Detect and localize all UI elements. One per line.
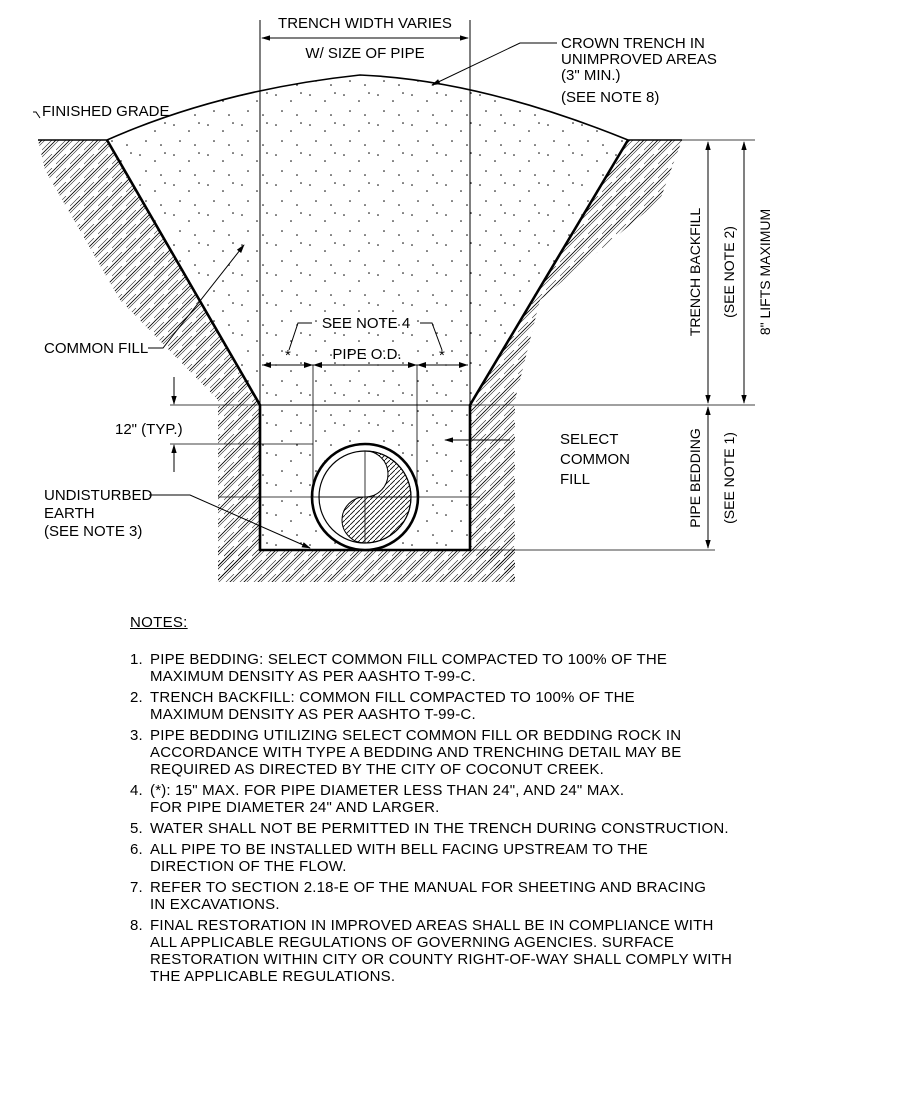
common-fill-area <box>107 75 628 405</box>
note-number: 8. <box>130 917 143 934</box>
note-number: 4. <box>130 782 143 799</box>
note-8: 8. FINAL RESTORATION IN IMPROVED AREAS SH… <box>130 917 770 985</box>
trench-width-label-2: W/ SIZE OF PIPE <box>305 45 424 62</box>
note-number: 6. <box>130 841 143 858</box>
lifts-label: 8" LIFTS MAXIMUM <box>757 209 773 335</box>
note-text: REFER TO SECTION 2.18-E OF THE MANUAL FO… <box>150 879 707 913</box>
pipe-bedding-label-2: (SEE NOTE 1) <box>721 432 737 524</box>
pipe-od-label: PIPE O.D. <box>332 346 401 363</box>
finished-grade-line <box>38 74 682 141</box>
note-1: 1. PIPE BEDDING: SELECT COMMON FILL COMPA… <box>130 651 770 685</box>
note-text: ALL PIPE TO BE INSTALLED WITH BELL FACIN… <box>150 841 648 875</box>
note-text: TRENCH BACKFILL: COMMON FILL COMPACTED T… <box>150 689 635 723</box>
see-note-4-label: SEE NOTE 4 <box>322 315 410 332</box>
earth-bottom <box>218 550 515 582</box>
note-number: 3. <box>130 727 143 744</box>
note-number: 5. <box>130 820 143 837</box>
note-text: PIPE BEDDING UTILIZING SELECT COMMON FIL… <box>150 727 682 778</box>
note-number: 2. <box>130 689 143 706</box>
earth-left <box>38 140 260 580</box>
common-fill-label: COMMON FILL <box>44 340 148 357</box>
note-text: PIPE BEDDING: SELECT COMMON FILL COMPACT… <box>150 651 668 685</box>
see-note-4-leader-right <box>420 322 443 351</box>
finished-grade-leader <box>33 111 41 119</box>
undisturbed-leader <box>149 494 311 549</box>
finished-grade-label: FINISHED GRADE <box>42 103 170 120</box>
trench-backfill-label-2: (SEE NOTE 2) <box>721 226 737 318</box>
select-label-2: COMMON <box>560 451 630 468</box>
trench-detail-drawing: * * TRENCH WIDTH VARIES W/ SIZE OF PIPE … <box>33 15 773 582</box>
see-note-4-leader-left <box>288 322 312 351</box>
note-6: 6. ALL PIPE TO BE INSTALLED WITH BELL FAC… <box>130 841 770 875</box>
notes-list: 1. PIPE BEDDING: SELECT COMMON FILL COMPA… <box>130 651 770 985</box>
note-number: 7. <box>130 879 143 896</box>
select-label-1: SELECT <box>560 431 618 448</box>
note-text: WATER SHALL NOT BE PERMITTED IN THE TREN… <box>150 820 729 837</box>
select-label-3: FILL <box>560 471 590 488</box>
note-3: 3. PIPE BEDDING UTILIZING SELECT COMMON F… <box>130 727 770 778</box>
notes-title: NOTES: <box>130 614 188 631</box>
twelve-typ-label: 12" (TYP.) <box>115 421 183 438</box>
note-number: 1. <box>130 651 143 668</box>
trench-backfill-label-1: TRENCH BACKFILL <box>687 208 703 337</box>
note-2: 2. TRENCH BACKFILL: COMMON FILL COMPACTED… <box>130 689 770 723</box>
undisturbed-label-2: EARTH <box>44 505 95 522</box>
note-7: 7. REFER TO SECTION 2.18-E OF THE MANUAL … <box>130 879 770 913</box>
undisturbed-label-1: UNDISTURBED <box>44 487 153 504</box>
note-text: (*): 15" MAX. FOR PIPE DIAMETER LESS THA… <box>150 782 625 816</box>
undisturbed-label-3: (SEE NOTE 3) <box>44 523 142 540</box>
crown-label-4: (SEE NOTE 8) <box>561 89 659 106</box>
crown-label-3: (3" MIN.) <box>561 67 621 84</box>
trench-width-label-1: TRENCH WIDTH VARIES <box>278 15 452 32</box>
pipe-bedding-label-1: PIPE BEDDING <box>687 428 703 528</box>
note-5: 5. WATER SHALL NOT BE PERMITTED IN THE TR… <box>130 820 770 837</box>
star-right: * <box>439 347 445 364</box>
crown-label-1: CROWN TRENCH IN <box>561 35 705 52</box>
crown-label-2: UNIMPROVED AREAS <box>561 51 717 68</box>
common-fill-leader <box>148 244 245 349</box>
crown-leader <box>431 42 557 86</box>
note-4: 4. (*): 15" MAX. FOR PIPE DIAMETER LESS T… <box>130 782 770 816</box>
note-text: FINAL RESTORATION IN IMPROVED AREAS SHAL… <box>150 917 733 985</box>
star-left: * <box>285 347 291 364</box>
notes-section: NOTES: 1. PIPE BEDDING: SELECT COMMON FIL… <box>130 614 770 989</box>
